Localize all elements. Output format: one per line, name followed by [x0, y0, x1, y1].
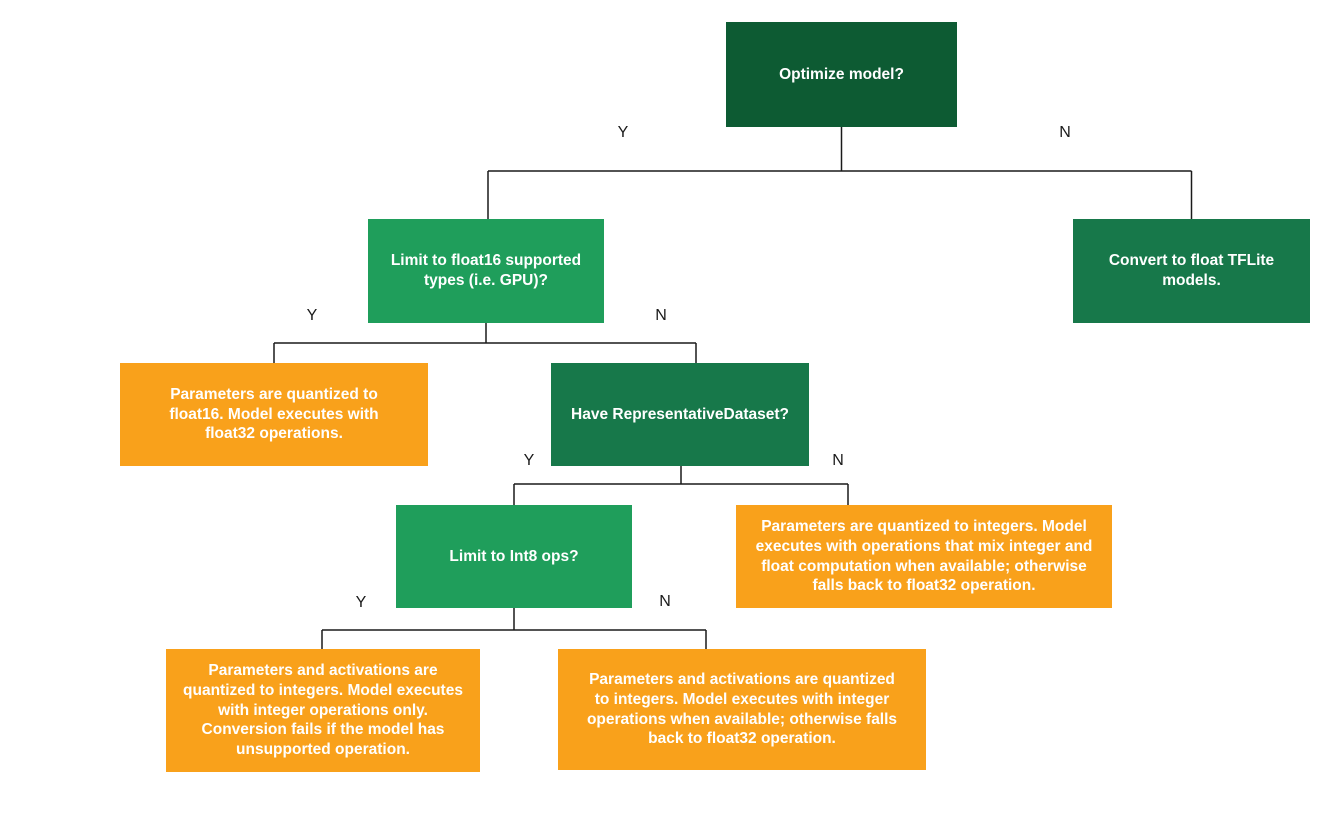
node-integer-mix-result: Parameters are quantized to integers. Mo… — [736, 505, 1112, 608]
node-integer-only-result: Parameters and activations are quantized… — [166, 649, 480, 772]
branch-label-float16-no: N — [655, 307, 667, 324]
node-optimize-model: Optimize model? — [726, 22, 957, 127]
connector-level2 — [273, 323, 697, 363]
node-optimize-model-label: Optimize model? — [779, 65, 904, 83]
node-integer-mix-result-label: Parameters are quantized to integers. Mo… — [755, 517, 1093, 595]
node-limit-float16: Limit to float16 supported types (i.e. G… — [368, 219, 604, 323]
branch-label-int8-no: N — [659, 593, 671, 610]
branch-label-int8-yes: Y — [355, 594, 367, 611]
connector-level1 — [487, 127, 1193, 219]
node-float16-result-label: Parameters are quantized to float16. Mod… — [169, 385, 379, 443]
node-convert-float-tflite: Convert to float TFLite models. — [1073, 219, 1310, 323]
branch-label-float16-yes: Y — [306, 307, 318, 324]
node-integer-only-result-label: Parameters and activations are quantized… — [183, 661, 463, 759]
node-limit-float16-label: Limit to float16 supported types (i.e. G… — [390, 252, 582, 289]
branch-label-dataset-yes: Y — [523, 452, 535, 469]
node-have-representative-dataset: Have RepresentativeDataset? — [551, 363, 809, 466]
node-have-representative-dataset-label: Have RepresentativeDataset? — [571, 405, 789, 423]
branch-label-optimize-yes: Y — [617, 124, 629, 141]
branch-label-dataset-no: N — [832, 452, 844, 469]
node-limit-int8-ops: Limit to Int8 ops? — [396, 505, 632, 608]
branch-label-optimize-no: N — [1059, 124, 1071, 141]
node-convert-float-tflite-label: Convert to float TFLite models. — [1108, 252, 1275, 289]
connector-level3 — [513, 466, 849, 505]
connector-level4 — [321, 608, 707, 649]
node-integer-fallback-result-label: Parameters and activations are quantized… — [586, 670, 898, 748]
node-float16-result: Parameters are quantized to float16. Mod… — [120, 363, 428, 466]
node-limit-int8-ops-label: Limit to Int8 ops? — [449, 547, 579, 565]
node-integer-fallback-result: Parameters and activations are quantized… — [558, 649, 926, 770]
